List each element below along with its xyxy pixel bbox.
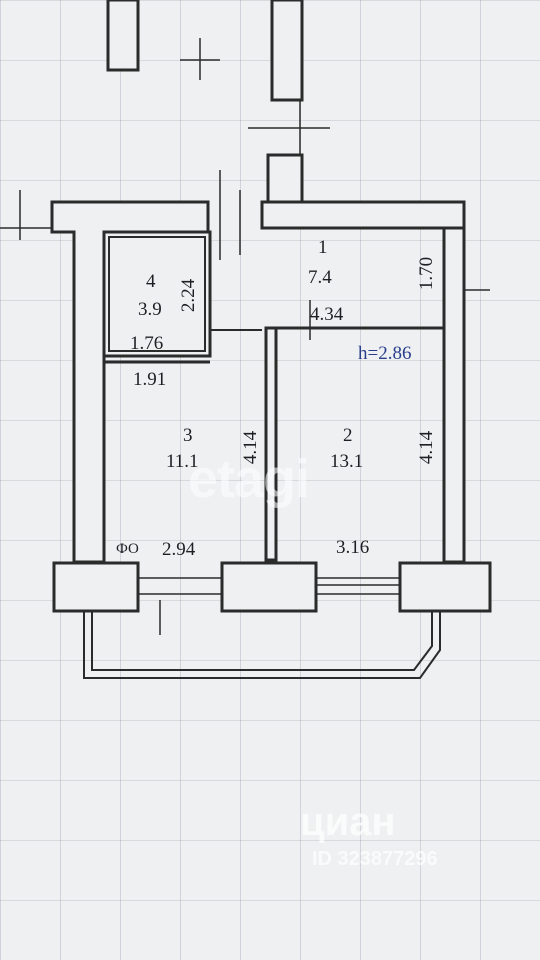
neighbor-wall-left bbox=[106, 0, 140, 72]
room-2-number: 2 bbox=[343, 425, 353, 446]
facade-pier-right bbox=[398, 561, 492, 613]
ceiling-height: h=2.86 bbox=[358, 343, 412, 364]
etagi-watermark: etagi bbox=[188, 449, 310, 509]
listing-id-watermark: ID 323877296 bbox=[312, 848, 438, 870]
room-1-area: 7.4 bbox=[308, 267, 332, 288]
dim-hall-length: 4.34 bbox=[310, 304, 344, 325]
room-3-number: 3 bbox=[183, 425, 193, 446]
dim-room2-height: 4.14 bbox=[416, 430, 438, 465]
dim-room3-width: 2.94 bbox=[162, 539, 196, 560]
dim-room2-width: 3.16 bbox=[336, 537, 370, 558]
dim-bath-width: 1.76 bbox=[130, 333, 164, 354]
facade-pier-left bbox=[52, 561, 140, 613]
room-1-number: 1 bbox=[318, 237, 328, 258]
balcony-outline bbox=[83, 612, 441, 679]
facade-pier-middle bbox=[220, 561, 318, 613]
room-4-number: 4 bbox=[146, 271, 156, 292]
room-4-area: 3.9 bbox=[138, 299, 162, 320]
cian-watermark: циан bbox=[300, 800, 396, 844]
window-mark: ФО bbox=[116, 541, 139, 557]
room-3-area: 11.1 bbox=[166, 451, 199, 472]
dim-room3-top: 1.91 bbox=[133, 369, 167, 390]
exterior-wall-top bbox=[260, 200, 466, 234]
dim-hall-height: 1.70 bbox=[416, 256, 438, 291]
partition-room2-room3 bbox=[264, 326, 278, 562]
room-2-area: 13.1 bbox=[330, 451, 364, 472]
neighbor-wall-right bbox=[270, 0, 304, 102]
dim-bath-height: 2.24 bbox=[178, 278, 200, 313]
exterior-wall-right bbox=[442, 226, 466, 564]
